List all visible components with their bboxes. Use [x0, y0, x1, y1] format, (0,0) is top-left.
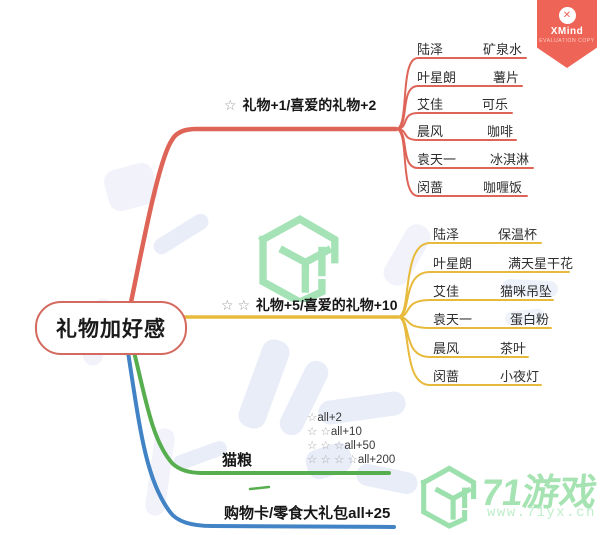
- leaf-name[interactable]: 叶星朗: [433, 256, 473, 271]
- leaf-gift[interactable]: 可乐: [482, 97, 509, 112]
- leaf-name[interactable]: 叶星朗: [417, 70, 457, 85]
- leaf-name[interactable]: 袁天一: [417, 152, 457, 167]
- leaf-name[interactable]: 晨风: [417, 124, 444, 139]
- branch2-label: 礼物+5/喜爱的礼物+10: [255, 297, 398, 313]
- site-cube-icon: [420, 465, 477, 529]
- star-icon: ☆ ☆: [307, 426, 331, 438]
- site-url: www.71yx.cn: [487, 505, 596, 521]
- branch3-notes[interactable]: ☆all+2 ☆ ☆all+10 ☆ ☆ ☆all+50 ☆ ☆ ☆ ☆all+…: [307, 411, 395, 467]
- leaf-name[interactable]: 艾佳: [417, 97, 444, 112]
- star-icon: ☆ ☆ ☆: [307, 440, 345, 452]
- branch1-label: 礼物+1/喜爱的礼物+2: [242, 97, 377, 113]
- leaf-name[interactable]: 闵蔷: [433, 369, 460, 384]
- note-line: ☆ ☆all+10: [307, 426, 362, 438]
- branch2-topic[interactable]: ☆ ☆ 礼物+5/喜爱的礼物+10: [221, 295, 398, 315]
- star-icon: ☆ ☆: [221, 297, 250, 313]
- leaf-name[interactable]: 陆泽: [433, 227, 460, 242]
- leaf-name[interactable]: 闵蔷: [417, 180, 444, 195]
- star-icon: ☆: [307, 412, 318, 424]
- branch1-topic[interactable]: ☆ 礼物+1/喜爱的礼物+2: [224, 95, 376, 115]
- leaf-gift[interactable]: 保温杯: [498, 227, 538, 242]
- central-topic-label: 礼物加好感: [56, 318, 166, 341]
- xmind-badge-note: Evaluation Copy: [539, 38, 595, 44]
- leaf-gift[interactable]: 冰淇淋: [490, 152, 530, 167]
- note-line: ☆ ☆ ☆ ☆all+200: [307, 454, 396, 466]
- leaf-gift[interactable]: 小夜灯: [500, 369, 540, 384]
- leaf-name[interactable]: 袁天一: [433, 312, 473, 327]
- leaf-gift[interactable]: 咖啡: [487, 124, 514, 139]
- leaf-gift[interactable]: 猫咪吊坠: [500, 284, 553, 299]
- branch3-topic[interactable]: 猫粮: [222, 452, 253, 469]
- note-line: ☆ ☆ ☆all+50: [307, 440, 376, 452]
- branch4-topic[interactable]: 购物卡/零食大礼包all+25: [224, 505, 391, 522]
- xmind-x-icon: ✕: [558, 7, 576, 24]
- leaf-gift[interactable]: 矿泉水: [483, 42, 523, 57]
- xmind-badge-title: XMind: [550, 26, 584, 37]
- leaf-name[interactable]: 晨风: [433, 341, 460, 356]
- leaf-gift[interactable]: 茶叶: [500, 341, 527, 356]
- star-icon: ☆ ☆ ☆ ☆: [307, 454, 358, 466]
- leaf-gift[interactable]: 满天星干花: [508, 256, 574, 271]
- leaf-gift[interactable]: 咖喱饭: [483, 180, 523, 195]
- leaf-gift[interactable]: 蛋白粉: [510, 312, 550, 327]
- star-icon: ☆: [224, 97, 237, 113]
- leaf-gift[interactable]: 薯片: [493, 70, 520, 85]
- note-line: ☆all+2: [307, 412, 342, 424]
- central-topic[interactable]: 礼物加好感: [35, 301, 187, 355]
- xmind-cube-watermark: [258, 214, 339, 302]
- leaf-name[interactable]: 陆泽: [417, 42, 444, 57]
- leaf-name[interactable]: 艾佳: [433, 284, 460, 299]
